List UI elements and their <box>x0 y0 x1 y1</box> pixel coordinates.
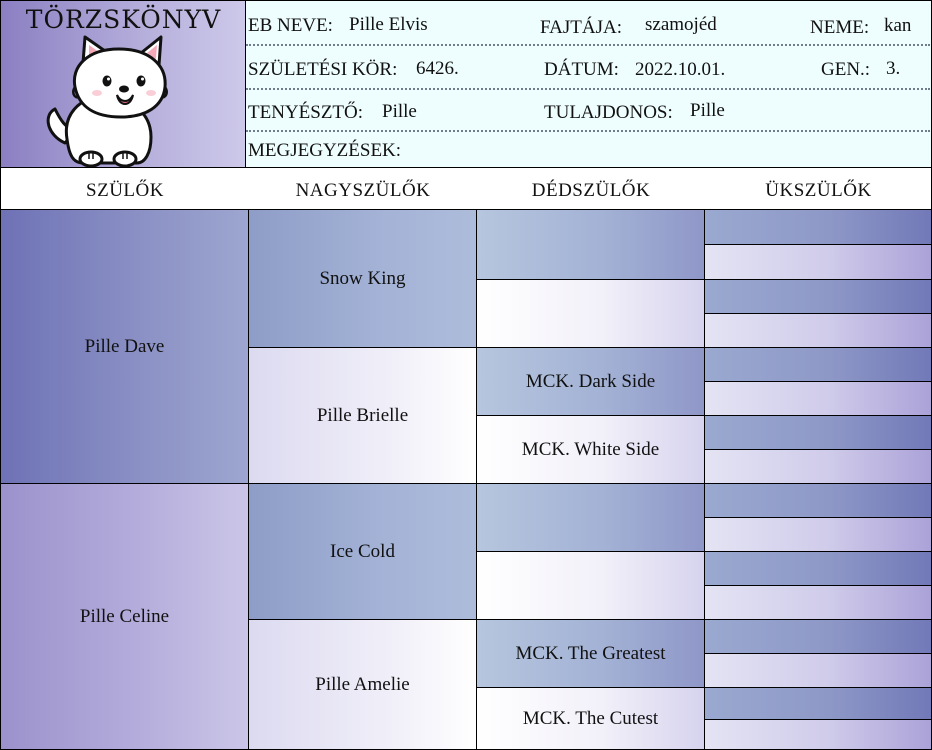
date-value: 2022.10.01. <box>635 59 726 80</box>
logo-title: TÖRZSKÖNYV <box>25 5 222 34</box>
great-great-grandparent-cell-2 <box>705 245 931 280</box>
great-great-grandparent-cell-15 <box>705 688 931 720</box>
logo-panel: TÖRZSKÖNYV <box>1 1 246 168</box>
great-great-grandparent-cell-7 <box>705 416 931 450</box>
great-great-grandparent-cell-8 <box>705 450 931 484</box>
dog-name-label: EB NEVE: <box>248 15 333 36</box>
grandparent-cell-3: Ice Cold <box>249 484 477 620</box>
sex-label: NEME: <box>810 17 870 38</box>
info-row-name: EB NEVE: Pille Elvis FAJTÁJA: szamojéd N… <box>246 1 930 46</box>
column-header-grandparents: NAGYSZÜLŐK <box>249 169 477 210</box>
gen-value: 3. <box>886 58 901 79</box>
date-label: DÁTUM: <box>544 59 619 80</box>
great-great-grandparent-cell-11 <box>705 552 931 586</box>
gen-label: GEN.: <box>821 59 871 80</box>
great-great-grandparent-cell-5 <box>705 348 931 382</box>
breeder-value: Pille <box>382 101 417 122</box>
grandparent-cell-4: Pille Amelie <box>249 620 477 749</box>
column-header-great-grandparents: DÉDSZÜLŐK <box>477 169 705 210</box>
great-great-grandparent-cell-13 <box>705 620 931 654</box>
great-great-grandparent-cell-14 <box>705 654 931 688</box>
great-grandparent-cell-3: MCK. Dark Side <box>477 348 705 416</box>
dog-info-panel: EB NEVE: Pille Elvis FAJTÁJA: szamojéd N… <box>246 1 931 168</box>
parent-cell-dam: Pille Celine <box>1 484 249 749</box>
great-great-grandparent-cell-16 <box>705 720 931 749</box>
notes-label: MEGJEGYZÉSEK: <box>248 140 402 161</box>
column-header-great-great-grandparents: ÜKSZÜLŐK <box>705 169 931 210</box>
great-great-grandparent-cell-12 <box>705 586 931 620</box>
great-grandparent-cell-5 <box>477 484 705 552</box>
dog-name-value: Pille Elvis <box>349 14 428 35</box>
great-great-grandparent-cell-1 <box>705 210 931 245</box>
grandparent-cell-2: Pille Brielle <box>249 348 477 484</box>
info-row-breeder: TENYÉSZTŐ: Pille TULAJDONOS: Pille <box>246 90 930 132</box>
owner-label: TULAJDONOS: <box>544 102 673 123</box>
sex-value: kan <box>884 15 912 36</box>
great-grandparent-cell-1 <box>477 210 705 280</box>
breed-label: FAJTÁJA: <box>540 17 622 38</box>
breed-value: szamojéd <box>645 14 717 35</box>
parent-cell-sire: Pille Dave <box>1 210 249 484</box>
info-row-birth: SZÜLETÉSI KÖR: 6426. DÁTUM: 2022.10.01. … <box>246 46 930 90</box>
great-great-grandparent-cell-10 <box>705 518 931 552</box>
samoyed-puppy-icon <box>46 35 168 167</box>
great-grandparent-cell-7: MCK. The Greatest <box>477 620 705 688</box>
birth-round-label: SZÜLETÉSI KÖR: <box>248 59 398 80</box>
great-great-grandparent-cell-9 <box>705 484 931 518</box>
great-grandparent-cell-2 <box>477 280 705 348</box>
birth-round-value: 6426. <box>416 58 459 79</box>
great-grandparent-cell-8: MCK. The Cutest <box>477 688 705 749</box>
great-great-grandparent-cell-3 <box>705 280 931 314</box>
owner-value: Pille <box>690 100 725 121</box>
column-header-parents: SZÜLŐK <box>1 169 249 210</box>
great-grandparent-cell-6 <box>477 552 705 620</box>
breeder-label: TENYÉSZTŐ: <box>248 102 364 123</box>
great-great-grandparent-cell-4 <box>705 314 931 348</box>
grandparent-cell-1: Snow King <box>249 210 477 348</box>
great-great-grandparent-cell-6 <box>705 382 931 416</box>
info-row-notes: MEGJEGYZÉSEK: <box>246 132 930 166</box>
great-grandparent-cell-4: MCK. White Side <box>477 416 705 484</box>
